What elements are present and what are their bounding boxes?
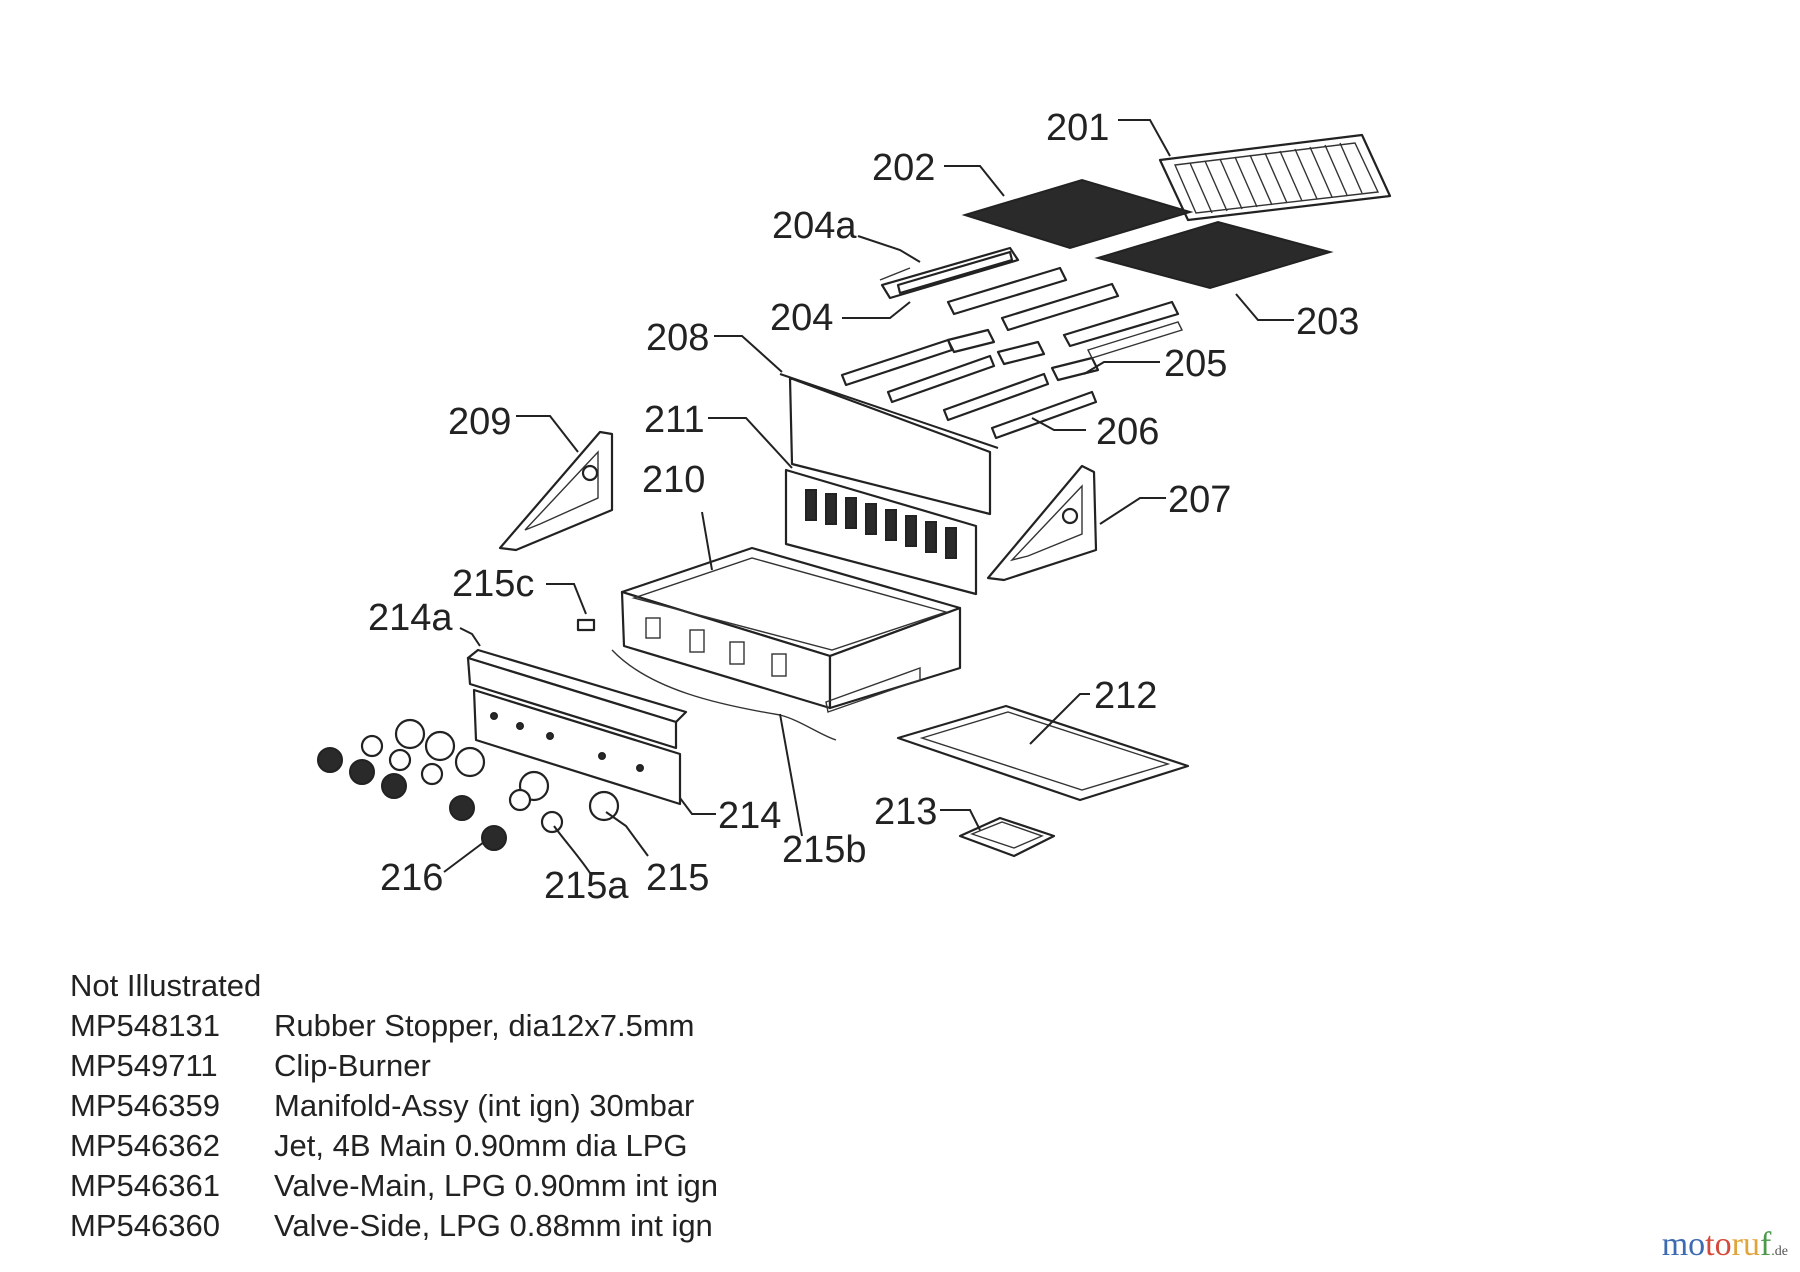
- callout-215c: 215c: [452, 563, 534, 605]
- callout-206: 206: [1096, 411, 1159, 453]
- callout-209: 209: [448, 401, 511, 443]
- callout-204: 204: [770, 297, 833, 339]
- callout-labels: 201 202 203 204a 204 205 206 207 208 209…: [368, 107, 1359, 907]
- logo-part: mo: [1661, 1226, 1706, 1263]
- part-214a-top-panel: [466, 648, 688, 750]
- part-code: MP546359: [70, 1088, 220, 1123]
- callout-215a: 215a: [544, 865, 629, 907]
- part-202-cooking-grid: [961, 178, 1194, 250]
- parts-list-row: MP546360 Valve-Side, LPG 0.88mm int ign: [70, 1206, 718, 1246]
- callout-215b: 215b: [782, 829, 867, 871]
- callout-215: 215: [646, 857, 709, 899]
- part-210-firebox: [620, 546, 962, 713]
- part-213-grease-cup: [958, 816, 1056, 858]
- callout-208: 208: [646, 317, 709, 359]
- part-212-drip-tray: [896, 704, 1190, 802]
- parts-list-row: MP548131 Rubber Stopper, dia12x7.5mm: [70, 1006, 718, 1046]
- part-215b-ignitor-wire: [611, 649, 837, 741]
- part-description: Valve-Main, LPG 0.90mm int ign: [274, 1168, 718, 1203]
- logo-suffix: .de: [1771, 1244, 1788, 1259]
- part-205-carryover-tubes: [946, 321, 1183, 382]
- part-206-burners: [840, 338, 1098, 440]
- part-215-bezels: [394, 718, 620, 822]
- parts-list-row: MP546359 Manifold-Assy (int ign) 30mbar: [70, 1086, 718, 1126]
- callout-213: 213: [874, 791, 937, 833]
- logo-part: to: [1705, 1226, 1732, 1263]
- part-204-flame-tamers: [879, 246, 1180, 348]
- logo-part: f: [1759, 1226, 1772, 1263]
- part-code: MP549711: [70, 1048, 218, 1083]
- callout-214: 214: [718, 795, 781, 837]
- part-214-control-panel: [472, 688, 682, 806]
- callout-204a: 204a: [772, 205, 857, 247]
- part-description: Jet, 4B Main 0.90mm dia LPG: [274, 1128, 688, 1163]
- logo-part: ru: [1731, 1226, 1760, 1263]
- part-207-right-bracket: [986, 464, 1098, 582]
- part-code: MP546360: [70, 1208, 220, 1243]
- not-illustrated-heading: Not Illustrated: [70, 968, 262, 1003]
- callout-212: 212: [1094, 675, 1157, 717]
- part-code: MP546361: [70, 1168, 220, 1203]
- part-code: MP548131: [70, 1008, 220, 1043]
- part-209-left-bracket: [498, 430, 614, 552]
- part-215c-ignitor: [576, 618, 596, 632]
- part-description: Rubber Stopper, dia12x7.5mm: [274, 1008, 695, 1043]
- callout-214a: 214a: [368, 597, 453, 639]
- parts-list-row: MP549711 Clip-Burner: [70, 1046, 718, 1086]
- motoruf-logo: motoruf.de: [1662, 1226, 1788, 1264]
- callout-210: 210: [642, 459, 705, 501]
- part-216-knobs: [317, 747, 507, 851]
- not-illustrated-parts-list: Not Illustrated MP548131 Rubber Stopper, …: [70, 966, 718, 1246]
- part-203-griddle-plate: [1094, 220, 1334, 290]
- part-description: Clip-Burner: [274, 1048, 431, 1083]
- callout-216: 216: [380, 857, 443, 899]
- parts-list-row: MP546362 Jet, 4B Main 0.90mm dia LPG: [70, 1126, 718, 1166]
- callout-203: 203: [1296, 301, 1359, 343]
- part-211-vent-panel: [784, 468, 978, 596]
- callout-202: 202: [872, 147, 935, 189]
- parts-list-row: MP546361 Valve-Main, LPG 0.90mm int ign: [70, 1166, 718, 1206]
- part-code: MP546362: [70, 1128, 220, 1163]
- part-description: Valve-Side, LPG 0.88mm int ign: [274, 1208, 713, 1243]
- callout-205: 205: [1164, 343, 1227, 385]
- callout-207: 207: [1168, 479, 1231, 521]
- leader-lines: [443, 119, 1294, 877]
- part-description: Manifold-Assy (int ign) 30mbar: [274, 1088, 695, 1123]
- part-208-rear-panel: [779, 373, 999, 516]
- callout-211: 211: [644, 399, 705, 441]
- part-215a-bezel-rings: [360, 734, 564, 834]
- part-201-warming-rack: [1158, 133, 1392, 222]
- callout-201: 201: [1046, 107, 1109, 149]
